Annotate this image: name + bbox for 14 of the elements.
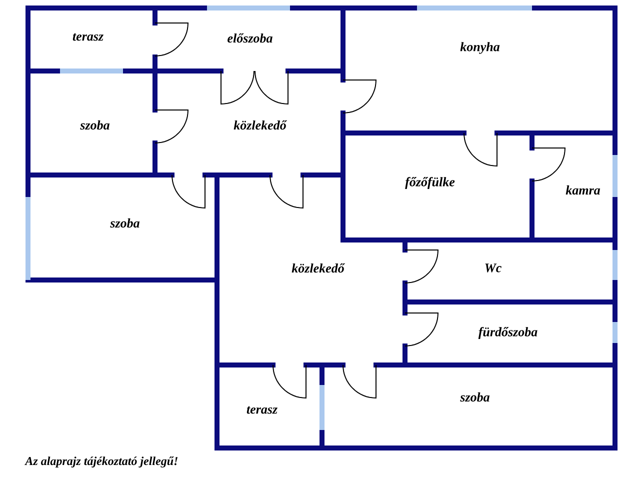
room-label: kamra [566,185,600,195]
room-label: közlekedő [292,263,346,273]
room-label: főzőfülke [405,177,455,189]
caption: Az alaprajz tájékoztató jellegű! [24,456,178,468]
room-label: szoba [110,218,140,228]
room-label: szoba [460,392,490,402]
room-label: fürdőszoba [478,327,538,339]
room-label: Wc [485,264,502,272]
room-label: konyha [460,42,500,54]
room-label: terasz [246,406,278,414]
room-label: közlekedő [234,120,288,130]
room-label: előszoba [228,33,272,43]
room-label: terasz [72,33,104,41]
room-label: szoba [80,120,110,130]
